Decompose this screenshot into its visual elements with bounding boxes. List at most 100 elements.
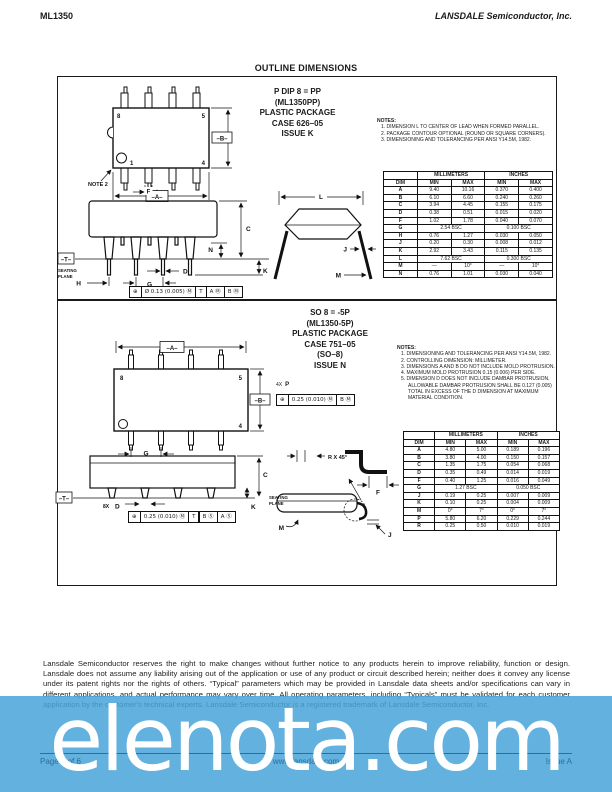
dip-plane-label: PLANE bbox=[58, 274, 73, 279]
table-cell: 2.92 bbox=[416, 246, 452, 256]
so8-title-block: SO 8 = -5P (ML1350-5P) PLASTIC PACKAGE C… bbox=[260, 308, 400, 372]
table-cell: 0.240 bbox=[484, 193, 520, 203]
website-link[interactable]: www.lansdale.com bbox=[272, 757, 340, 766]
table-cell: F bbox=[402, 476, 436, 486]
table-cell bbox=[402, 431, 436, 440]
dip-pin8-label: 8 bbox=[117, 114, 121, 120]
table-cell: 0.155 bbox=[484, 201, 520, 210]
dip-pin1-label: 1 bbox=[130, 161, 134, 167]
table-cell: MAX bbox=[527, 438, 561, 448]
table-cell: 4.80 bbox=[434, 446, 467, 455]
table-cell: 0.030 bbox=[484, 231, 520, 241]
table-cell: 1.35 bbox=[434, 461, 467, 470]
table-cell: 0.19 bbox=[434, 491, 467, 501]
gdt-cell: ⊕ bbox=[128, 511, 141, 523]
so8-package-type: PLASTIC PACKAGE bbox=[292, 329, 368, 339]
dip-part-number: (ML1350PP) bbox=[274, 97, 321, 107]
so8-datum-t-label: –T– bbox=[59, 497, 70, 503]
table-cell: 0.115 bbox=[484, 246, 520, 256]
gdt-cell: B Ⓢ bbox=[198, 511, 218, 523]
table-cell: 0° bbox=[496, 506, 529, 516]
table-cell: 0.76 bbox=[416, 231, 452, 241]
table-cell: 4.45 bbox=[450, 201, 486, 210]
table-cell: D bbox=[383, 208, 418, 218]
so8-issue: ISSUE N bbox=[313, 360, 346, 370]
table-cell: 1.78 bbox=[450, 216, 486, 226]
table-cell: 7.62 BSC bbox=[416, 254, 486, 264]
dip-notes-list: 1. DIMENSION L TO CENTER OF LEAD WHEN FO… bbox=[377, 124, 555, 143]
header-product: ML1350 bbox=[40, 11, 74, 21]
table-cell: 1.27 BSC bbox=[434, 484, 498, 493]
so8-r45-label: R X 45° bbox=[328, 455, 347, 461]
note-item: 1. DIMENSIONING AND TOLERANCING PER ANSI… bbox=[401, 351, 552, 358]
table-cell: 0.20 bbox=[416, 239, 452, 248]
dip-notes: NOTES: 1. DIMENSION L TO CENTER OF LEAD … bbox=[377, 118, 555, 143]
table-cell: 3.94 bbox=[416, 201, 452, 210]
table-cell: 0.50 bbox=[465, 522, 498, 531]
so8-dim-c-label: C bbox=[263, 472, 268, 479]
so8-seating-label: SEATING bbox=[269, 495, 288, 500]
table-cell: 0.020 bbox=[518, 208, 553, 218]
dip-notes-title: NOTES: bbox=[377, 118, 396, 124]
so8-notes-list: 1. DIMENSIONING AND TOLERANCING PER ANSI… bbox=[397, 351, 560, 401]
note-item: 5. DIMENSION D DOES NOT INCLUDE DAMBAR P… bbox=[401, 376, 552, 402]
watermark-text: elenota.com bbox=[49, 688, 566, 791]
table-cell: G bbox=[402, 484, 436, 493]
table-cell: P bbox=[402, 514, 436, 524]
so8-dim-f-label: F bbox=[376, 490, 380, 497]
table-cell: D bbox=[402, 468, 436, 478]
table-cell: 0.49 bbox=[465, 468, 498, 478]
table-cell: 0.070 bbox=[518, 216, 553, 226]
gdt-cell: 0.25 (0.010) Ⓜ bbox=[139, 511, 189, 523]
table-cell: 0.009 bbox=[527, 491, 561, 501]
table-cell: 0.400 bbox=[518, 186, 553, 195]
table-cell: 0.010 bbox=[496, 522, 529, 531]
header-company: LANSDALE Semiconductor, Inc. bbox=[434, 11, 572, 21]
dip-dim-c-label: C bbox=[246, 226, 251, 233]
dip-dim-n-label: N bbox=[208, 247, 213, 254]
table-cell: 5.00 bbox=[465, 446, 498, 455]
table-cell: 0.012 bbox=[518, 239, 553, 248]
table-cell: MAX bbox=[450, 178, 486, 188]
table-cell: 0.049 bbox=[527, 476, 561, 486]
table-cell: H bbox=[383, 231, 418, 241]
so8-dim-d-label: D bbox=[115, 504, 120, 511]
table-cell: M bbox=[383, 262, 418, 271]
dip-outline-box bbox=[57, 76, 557, 301]
so8-top-view-drawing: 8 5 4 –A– –B– G bbox=[113, 341, 271, 458]
table-cell: 5.80 bbox=[434, 514, 467, 524]
so8-p-qty-label: 4X bbox=[276, 382, 283, 388]
table-cell: L bbox=[383, 254, 418, 264]
table-cell: 0.10 bbox=[434, 499, 467, 508]
so8-package-name: SO 8 = -5P bbox=[310, 308, 350, 317]
dip-package-type: PLASTIC PACKAGE bbox=[259, 108, 336, 118]
dip-dim-a-label: –A– bbox=[151, 195, 163, 201]
table-cell: 0.25 bbox=[465, 491, 498, 501]
so8-notes: NOTES: 1. DIMENSIONING AND TOLERANCING P… bbox=[397, 345, 560, 402]
gdt-cell: ⊕ bbox=[276, 394, 289, 406]
table-cell: MAX bbox=[518, 178, 553, 188]
dip-dim-g-label: G bbox=[147, 282, 152, 289]
table-cell: 0° bbox=[434, 506, 467, 516]
table-cell: MAX bbox=[465, 438, 498, 448]
table-cell: 0.068 bbox=[527, 461, 561, 470]
note-item: 2. PACKAGE CONTOUR OPTIONAL (ROUND OR SQ… bbox=[381, 130, 546, 137]
table-cell: 0.25 bbox=[434, 522, 467, 531]
gdt-cell: Ø 0.13 (0.005) Ⓜ bbox=[140, 286, 197, 298]
table-cell: 0.019 bbox=[527, 468, 561, 478]
gdt-cell: A Ⓢ bbox=[216, 511, 236, 523]
